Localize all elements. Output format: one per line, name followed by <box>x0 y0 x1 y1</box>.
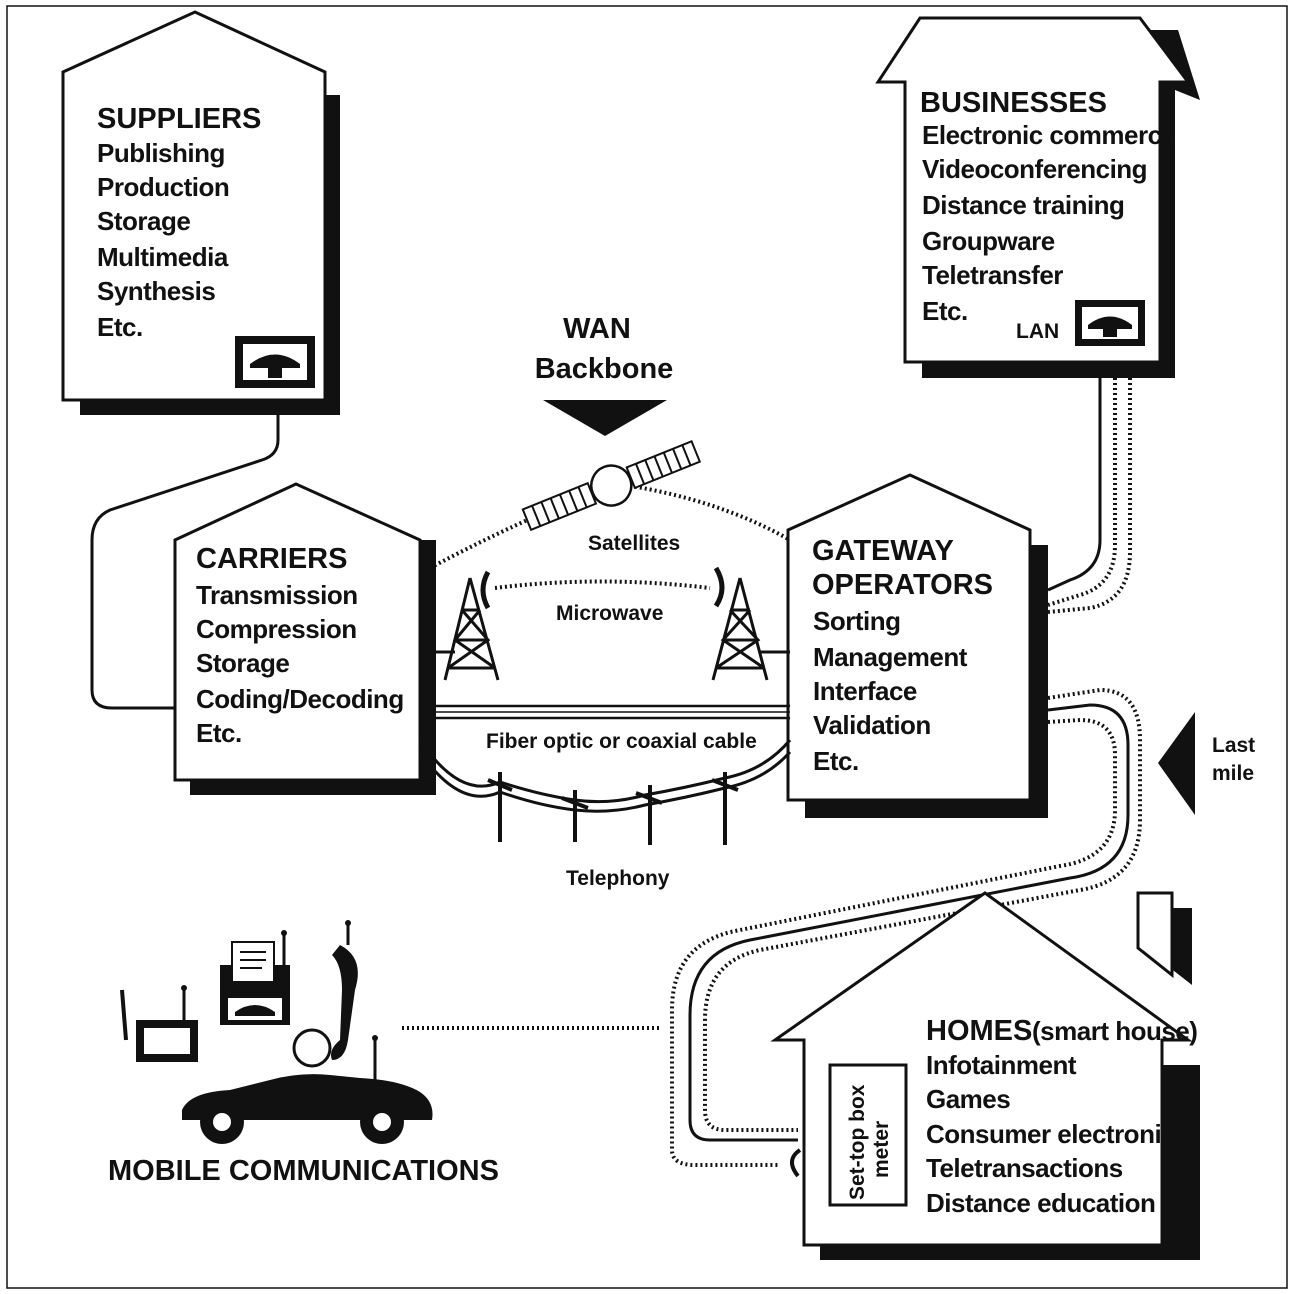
businesses-item: Videoconferencing <box>922 154 1147 184</box>
telephone-terminal-icon <box>235 336 315 388</box>
carriers-item: Etc. <box>196 718 242 748</box>
wan-backbone-label: WAN Backbone <box>535 313 674 436</box>
gateway-title: GATEWAY <box>812 535 954 567</box>
fiber-label: Fiber optic or coaxial cable <box>486 730 757 753</box>
home-connector-icon <box>792 1150 800 1176</box>
telephony-poles-icon <box>420 740 790 845</box>
last-mile-line1: Last <box>1212 734 1255 757</box>
carriers-item: Compression <box>196 614 357 644</box>
businesses-item: Distance training <box>922 190 1124 220</box>
carriers-building: CARRIERS Transmission Compression Storag… <box>175 484 436 795</box>
homes-item: Games <box>926 1084 1010 1114</box>
wan-title: WAN <box>563 313 631 345</box>
homes-building: HOMES (smart house) Infotainment Games C… <box>775 893 1200 1260</box>
businesses-item: Etc. <box>922 296 968 326</box>
antenna-icon <box>122 990 126 1040</box>
fax-icon <box>220 930 290 1025</box>
homes-subtitle: (smart house) <box>1032 1016 1197 1046</box>
carriers-item: Coding/Decoding <box>196 684 404 714</box>
down-arrow-icon <box>543 400 667 436</box>
satellites-label: Satellites <box>588 532 680 555</box>
mobile-devices <box>122 920 433 1144</box>
businesses-item: Electronic commerce <box>922 120 1176 150</box>
satellite-icon <box>519 433 703 538</box>
gateway-item: Sorting <box>813 606 901 636</box>
suppliers-item: Etc. <box>97 312 143 342</box>
gateway-item: Validation <box>813 710 931 740</box>
businesses-item: Teletransfer <box>922 260 1063 290</box>
gateway-item: Management <box>813 642 968 672</box>
left-arrow-icon <box>1158 712 1195 815</box>
microwave-link <box>495 582 710 589</box>
homes-item: Consumer electronics <box>926 1119 1189 1149</box>
phone-handset-icon <box>331 920 358 1060</box>
telephone-terminal-icon <box>1075 300 1145 346</box>
microwave-tower-right-icon <box>713 568 767 680</box>
lan-label: LAN <box>1016 320 1059 343</box>
set-top-box-label: Set-top box <box>846 1084 869 1200</box>
last-mile-label: Last mile <box>1158 712 1255 815</box>
homes-item: Teletransactions <box>926 1153 1123 1183</box>
carriers-item: Storage <box>196 648 289 678</box>
last-mile-line2: mile <box>1212 762 1254 785</box>
suppliers-title: SUPPLIERS <box>97 103 261 135</box>
telephony-label: Telephony <box>566 867 670 890</box>
businesses-building: BUSINESSES Electronic commerce Videoconf… <box>878 18 1200 378</box>
suppliers-building: SUPPLIERS Publishing Production Storage … <box>63 12 340 415</box>
pager-icon <box>136 985 198 1062</box>
businesses-item: Groupware <box>922 226 1055 256</box>
homes-title: HOMES <box>926 1015 1032 1047</box>
homes-item: Infotainment <box>926 1050 1077 1080</box>
microwave-label: Microwave <box>556 602 663 625</box>
wan-subtitle: Backbone <box>535 353 674 385</box>
suppliers-item: Storage <box>97 206 190 236</box>
gateway-item: Etc. <box>813 746 859 776</box>
carriers-item: Transmission <box>196 580 358 610</box>
set-top-box: Set-top box meter <box>830 1065 906 1205</box>
homes-item: Distance education <box>926 1188 1155 1218</box>
carriers-title: CARRIERS <box>196 543 347 575</box>
gateway-title: OPERATORS <box>812 569 993 601</box>
suppliers-item: Synthesis <box>97 276 215 306</box>
gateway-building: GATEWAY OPERATORS Sorting Management Int… <box>788 475 1048 818</box>
suppliers-item: Publishing <box>97 138 225 168</box>
suppliers-item: Multimedia <box>97 242 229 272</box>
car-icon <box>182 1030 433 1144</box>
mobile-label: MOBILE COMMUNICATIONS <box>108 1155 499 1187</box>
business-gateway-cable <box>1048 378 1100 590</box>
meter-label: meter <box>870 1121 893 1178</box>
microwave-tower-left-icon <box>445 572 498 680</box>
businesses-title: BUSINESSES <box>920 87 1107 119</box>
gateway-item: Interface <box>813 676 917 706</box>
fiber-cable <box>420 706 790 718</box>
suppliers-item: Production <box>97 172 229 202</box>
